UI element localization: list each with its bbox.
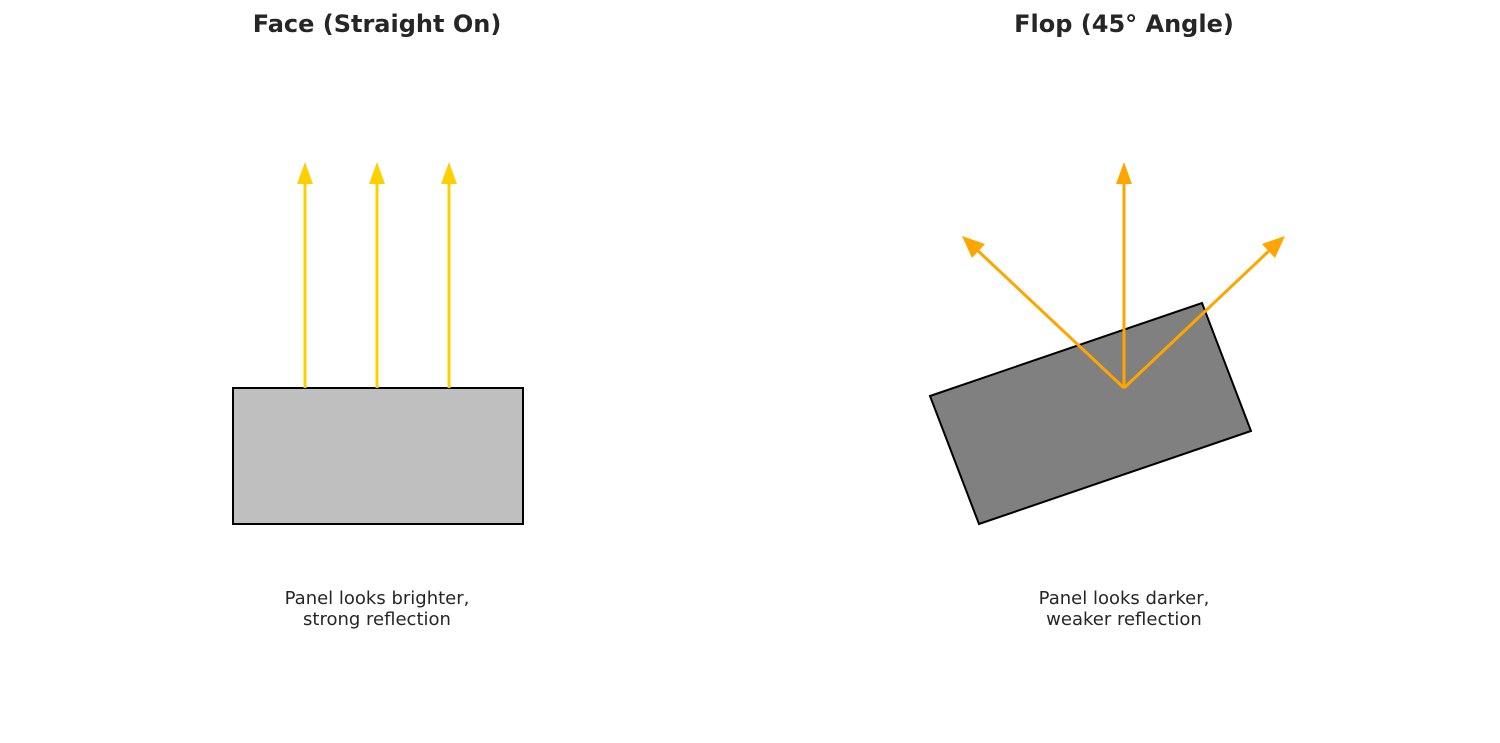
face-arrowhead-3 xyxy=(441,162,457,184)
flop-caption-line-2: weaker reflection xyxy=(1046,609,1202,630)
flop-arrowhead-left xyxy=(962,236,985,258)
face-caption: Panel looks brighter, strong reflection xyxy=(2,588,752,630)
flop-arrow-left xyxy=(973,246,1126,390)
flop-caption-line-1: Panel looks darker, xyxy=(1038,588,1210,609)
face-title: Face (Straight On) xyxy=(252,10,502,38)
face-caption-line-2: strong reflection xyxy=(303,609,451,630)
flop-arrowhead-right xyxy=(1262,236,1285,258)
face-panel xyxy=(232,387,524,525)
face-arrowhead-2 xyxy=(369,162,385,184)
flop-reflection-arrows xyxy=(962,162,1285,390)
flop-caption: Panel looks darker, weaker reflection xyxy=(749,588,1499,630)
flop-title: Flop (45° Angle) xyxy=(1014,10,1234,38)
face-arrowhead-1 xyxy=(297,162,313,184)
flop-panel-section: Flop (45° Angle) Panel looks darker, wea… xyxy=(750,0,1500,743)
face-reflection-arrows xyxy=(297,162,457,388)
face-caption-line-1: Panel looks brighter, xyxy=(284,588,470,609)
face-panel-section: Face (Straight On) Panel looks brighter,… xyxy=(2,10,752,630)
flop-arrow-right xyxy=(1122,246,1274,390)
flop-arrowhead-center xyxy=(1116,162,1132,184)
flop-panel xyxy=(928,301,1253,526)
